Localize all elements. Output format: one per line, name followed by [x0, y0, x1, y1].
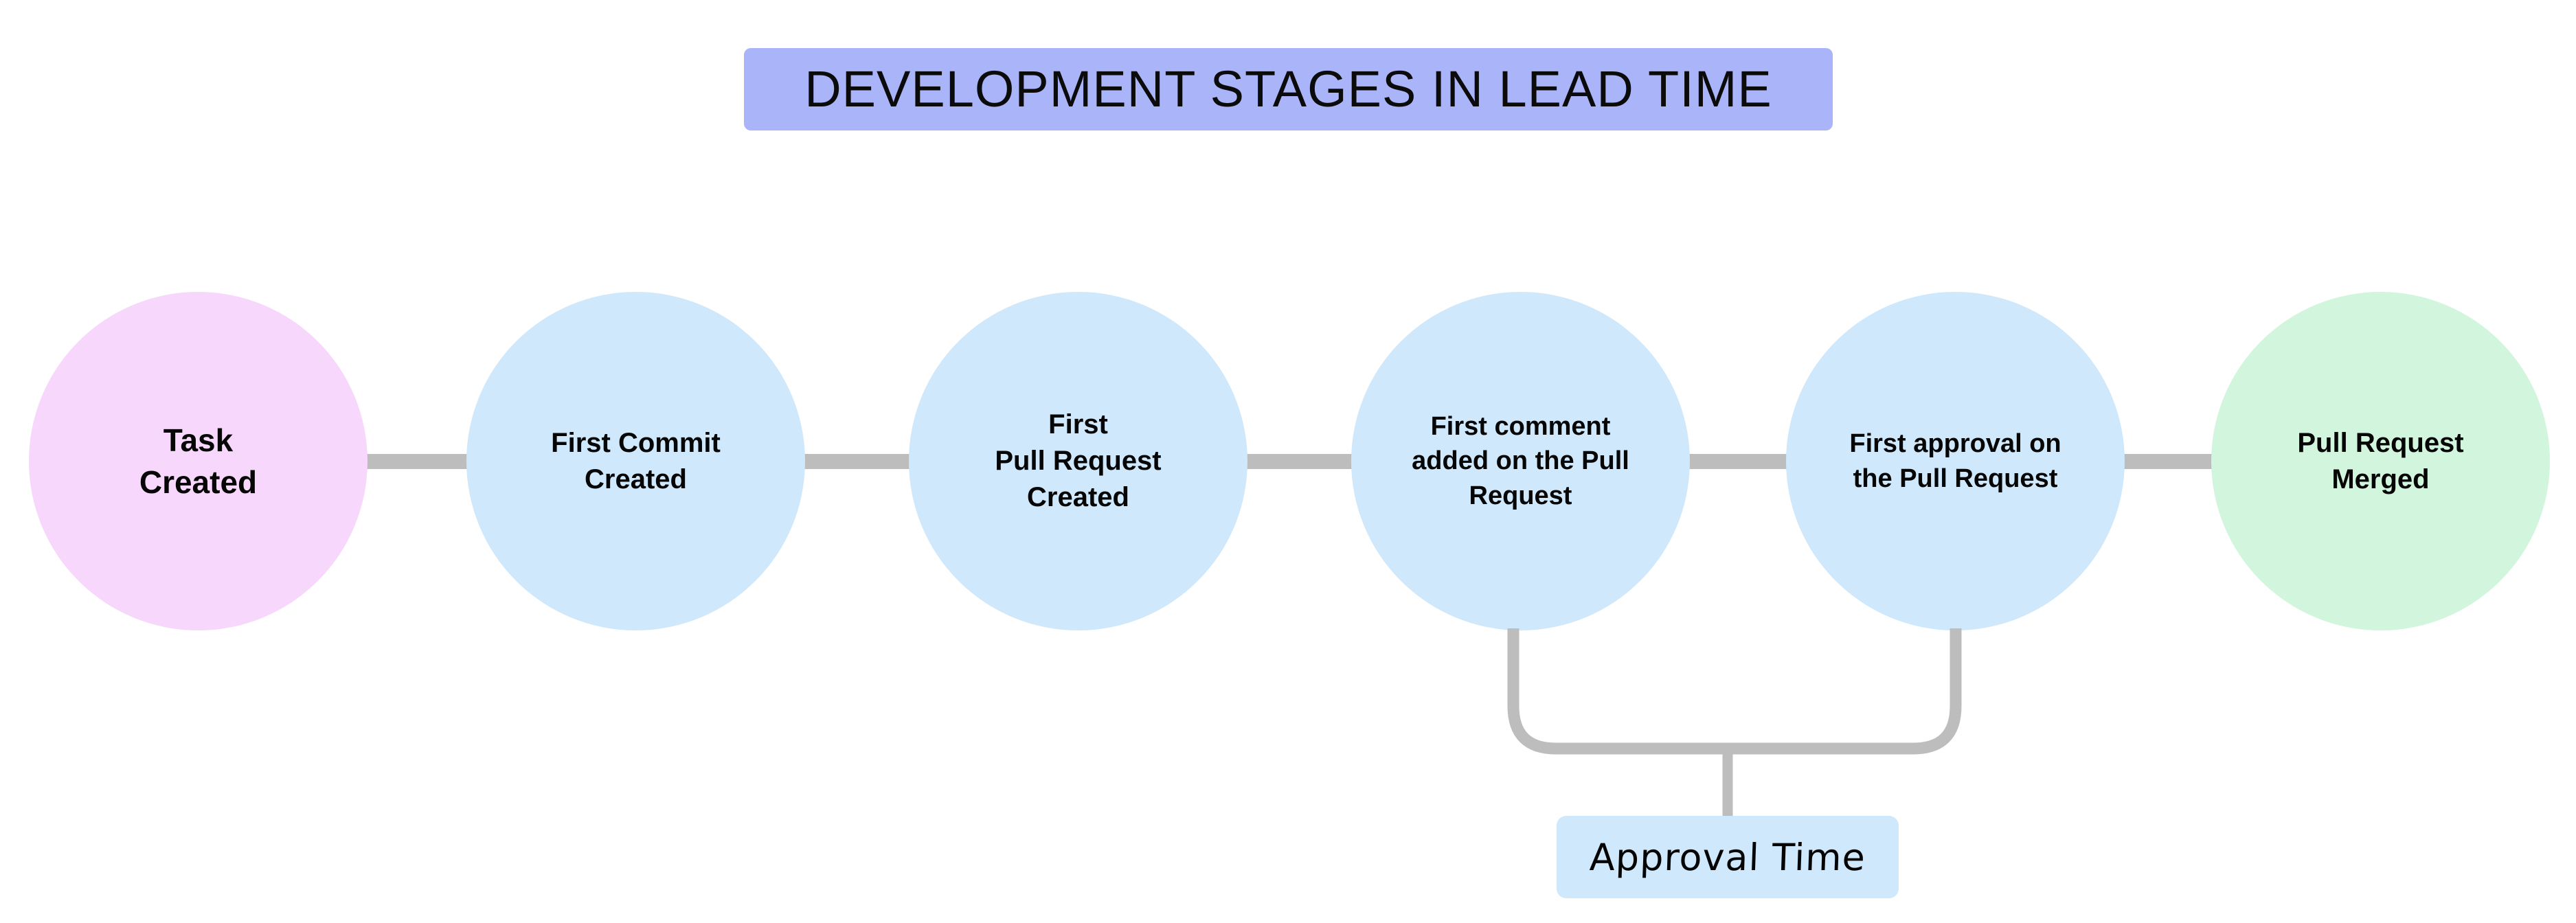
approval-time-label-box[interactable]: Approval Time — [1557, 816, 1899, 898]
diagram-title-banner: DEVELOPMENT STAGES IN LEAD TIME — [744, 48, 1833, 130]
stage-label-pull-request-merged: Pull Request Merged — [2297, 427, 2464, 494]
connector-4-5 — [1687, 454, 1790, 469]
stage-label-first-approval-on-pull-request: First approval on the Pull Request — [1849, 429, 2061, 493]
stage-label-first-comment-on-pull-request: First comment added on the Pull Request — [1412, 412, 1629, 510]
connector-3-4 — [1245, 454, 1353, 469]
stage-label-first-pull-request-created: First Pull Request Created — [995, 409, 1162, 512]
stage-label-task-created: Task Created — [139, 422, 258, 500]
stage-node-task-created[interactable]: Task Created — [29, 292, 368, 630]
connector-1-2 — [364, 454, 474, 469]
stage-node-first-approval-on-pull-request[interactable]: First approval on the Pull Request — [1786, 292, 2125, 630]
approval-time-label: Approval Time — [1588, 835, 1867, 879]
stage-label-first-commit-created: First Commit Created — [551, 427, 721, 494]
stage-node-pull-request-merged[interactable]: Pull Request Merged — [2211, 292, 2550, 630]
bracket-path — [1507, 628, 1962, 755]
stage-node-first-pull-request-created[interactable]: First Pull Request Created — [909, 292, 1247, 630]
stage-node-first-commit-created[interactable]: First Commit Created — [466, 292, 805, 630]
page-title: DEVELOPMENT STAGES IN LEAD TIME — [804, 60, 1772, 117]
connector-5-6 — [2121, 454, 2217, 469]
stage-node-first-comment-on-pull-request[interactable]: First comment added on the Pull Request — [1351, 292, 1690, 630]
connector-2-3 — [802, 454, 911, 469]
